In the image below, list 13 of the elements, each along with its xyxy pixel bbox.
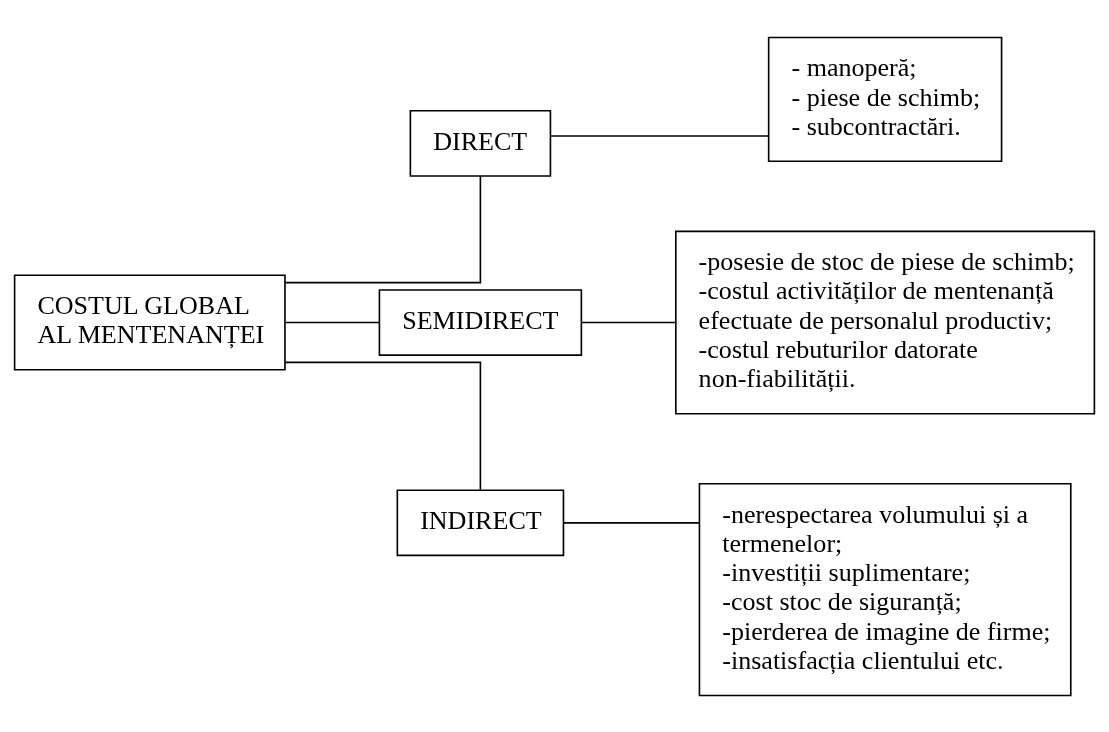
node-box: DIRECT (409, 109, 552, 177)
connector (562, 521, 700, 524)
node-box: SEMIDIRECT (378, 288, 583, 356)
connector (284, 321, 380, 323)
node-box: INDIRECT (396, 488, 565, 556)
node-box: -nerespectarea volumului și a termenelor; -investiții suplimentare; -cost stoc de siguranță; -pierderea de imagine de firme; -insatisfacția clientului etc. (698, 482, 1072, 696)
node-box: - manoperă; - piese de schimb; - subcontractări. (767, 36, 1003, 162)
connector (284, 361, 482, 490)
node-box: COSTUL GLOBAL AL MENTENANȚEI (13, 274, 286, 371)
node-box: -posesie de stoc de piese de schimb; -costul activităților de mentenanță efectuate de personalul productiv; -costul rebuturilor datorate non-fiabilității. (675, 230, 1096, 415)
connector (580, 321, 677, 323)
connector (549, 134, 770, 137)
connector (284, 175, 482, 283)
